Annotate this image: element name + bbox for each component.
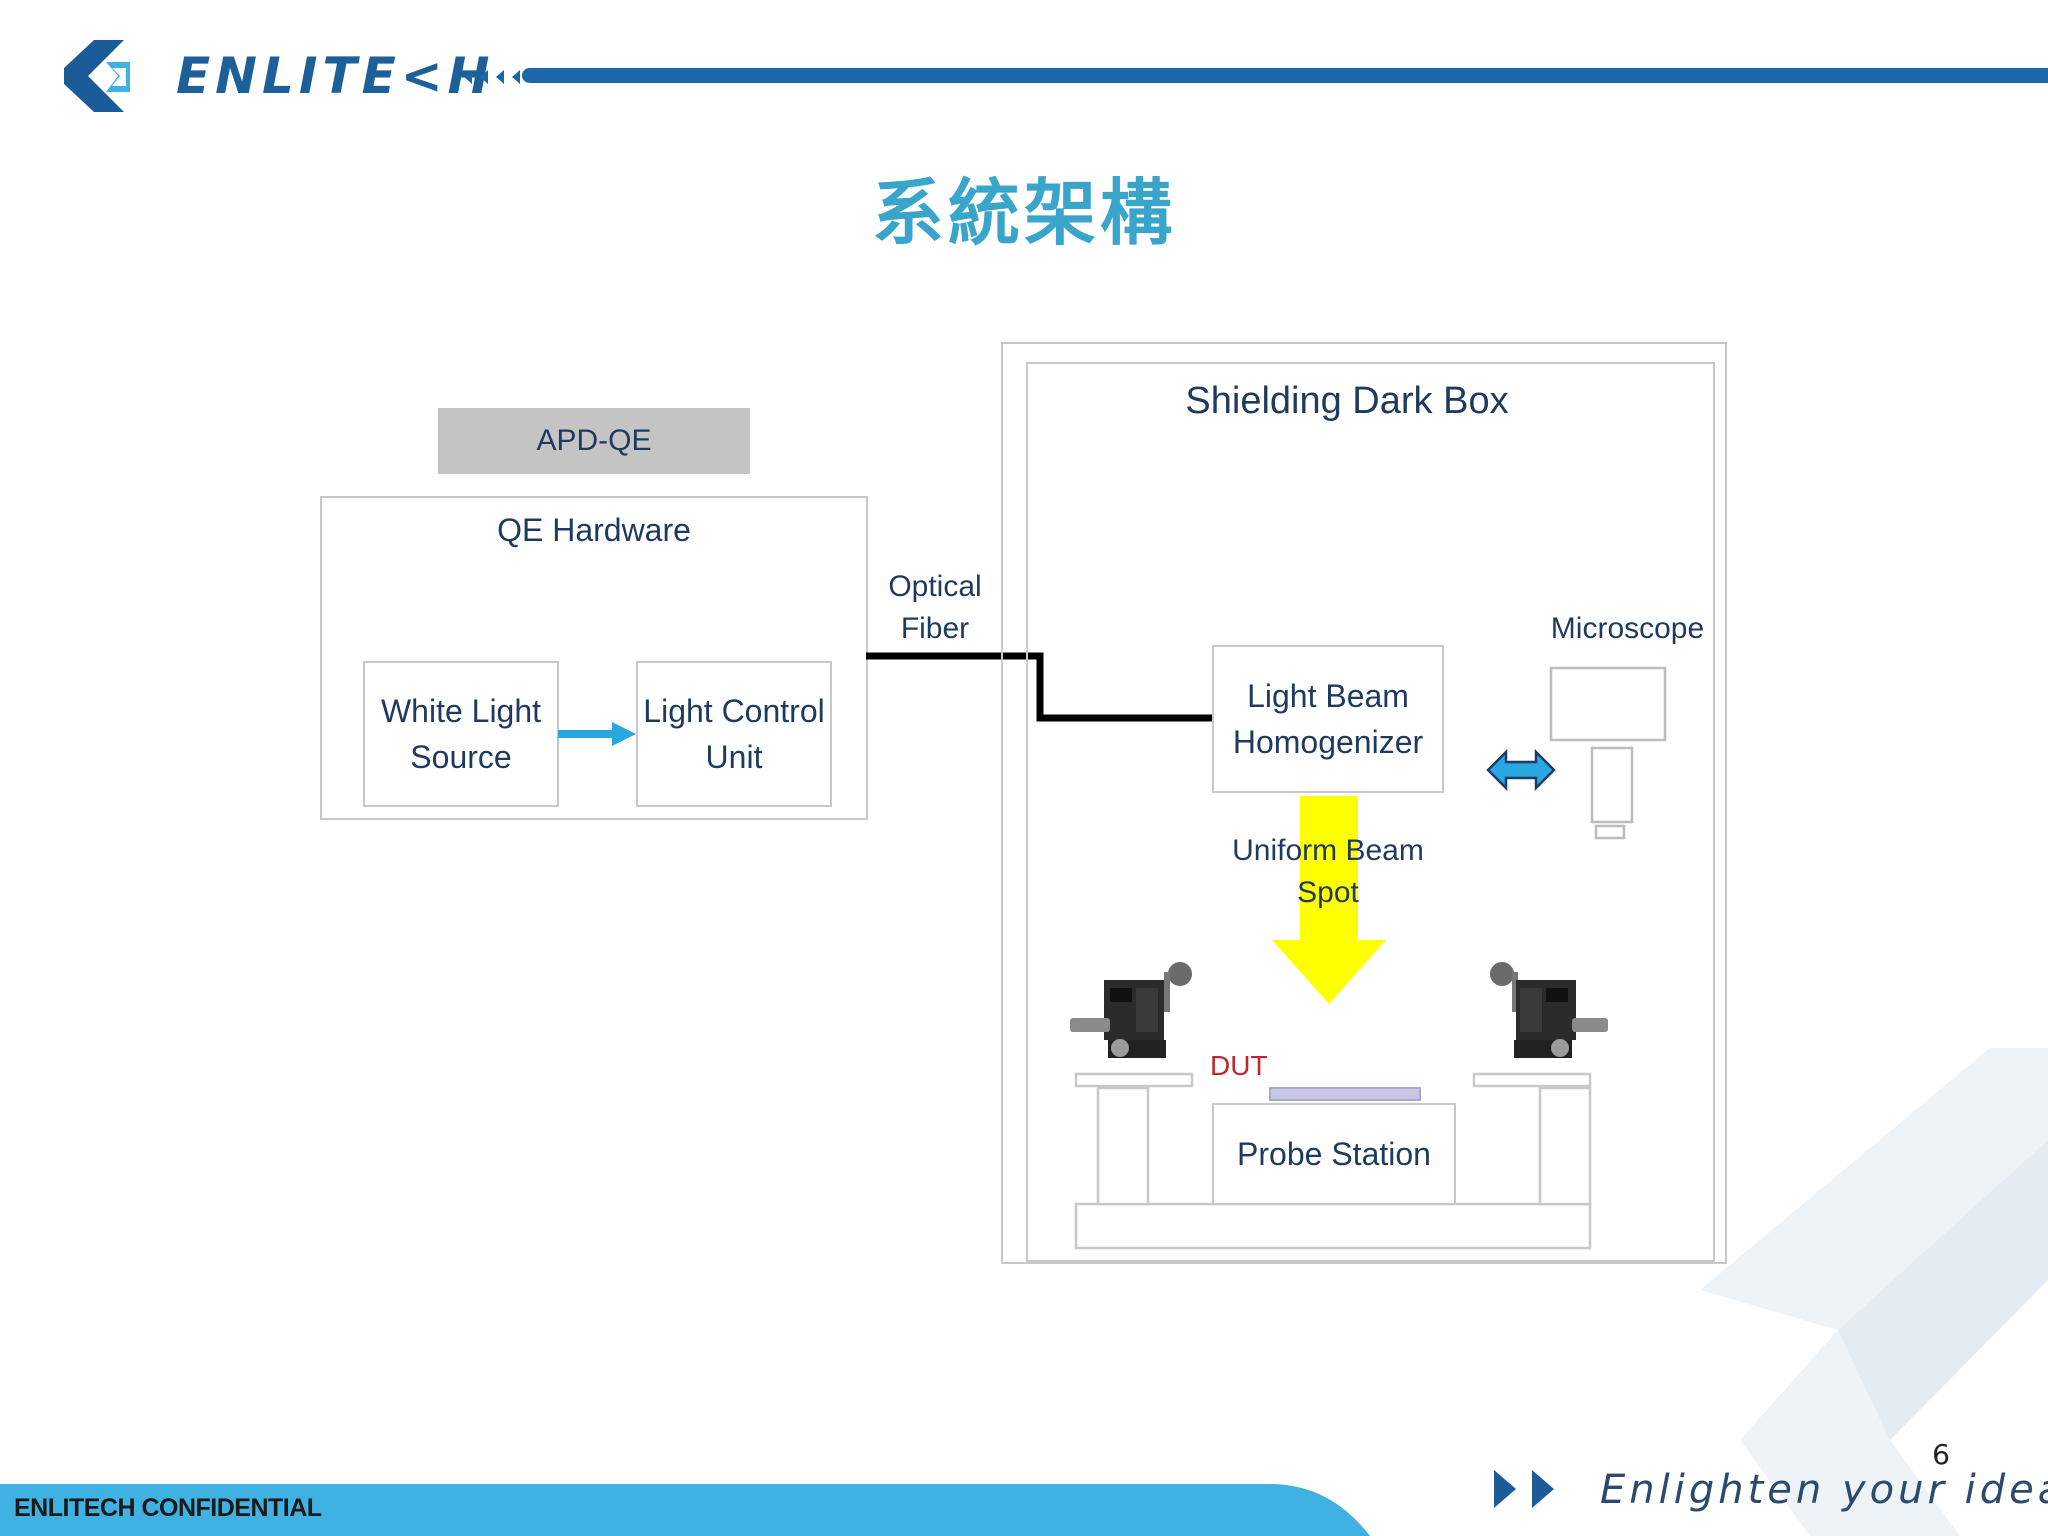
double-arrow-icon [1486, 748, 1556, 792]
background-chevron-icon [1700, 1048, 2048, 1536]
apd-qe-label: APD-QE [438, 408, 750, 474]
shielding-dark-box-inner [1026, 362, 1715, 1262]
microscope-icon [1549, 666, 1667, 840]
optical-fiber-line [866, 652, 1214, 722]
microscope-label: Microscope [1550, 612, 1705, 645]
triple-chevron-left-icon [464, 70, 520, 84]
confidential-label: ENLITECH CONFIDENTIAL [14, 1494, 322, 1522]
micropositioner-left-icon [1070, 962, 1192, 1058]
white-light-source-label: White Light Source [380, 693, 542, 775]
light-control-unit-label: Light Control Unit [643, 693, 825, 775]
page-number: 6 [1932, 1438, 1950, 1471]
tagline: Enlighten your idea. [1600, 1467, 2048, 1513]
header-divider-line [522, 68, 2048, 83]
probe-station-box [1212, 1103, 1456, 1205]
light-beam-homogenizer-box [1212, 645, 1444, 793]
right-arrow-icon [558, 722, 636, 746]
probe-station-label: Probe Station [1237, 1136, 1431, 1172]
enlitech-logo-icon [64, 40, 130, 112]
micropositioner-right-icon [1490, 962, 1608, 1058]
double-play-icon [1494, 1470, 1554, 1508]
light-control-unit-box [636, 661, 832, 807]
beam-down-arrow-icon [1272, 796, 1386, 1004]
footer-bar [0, 1484, 1370, 1536]
logo-text: ENLITE<H [176, 47, 495, 105]
shielding-dark-box-outer [1001, 342, 1727, 1264]
probe-station-base [1074, 1072, 1592, 1250]
light-beam-homogenizer-label: Light Beam Homogenizer [1232, 678, 1424, 760]
page-title: 系統架構 [871, 171, 1176, 255]
shielding-dark-box-title: Shielding Dark Box [1185, 380, 1509, 422]
uniform-beam-spot-label: Uniform Beam Spot [1232, 834, 1424, 909]
dut-label: DUT [1210, 1050, 1268, 1081]
qe-hardware-title: QE Hardware [497, 512, 691, 548]
optical-fiber-label: Optical Fiber [888, 570, 982, 645]
